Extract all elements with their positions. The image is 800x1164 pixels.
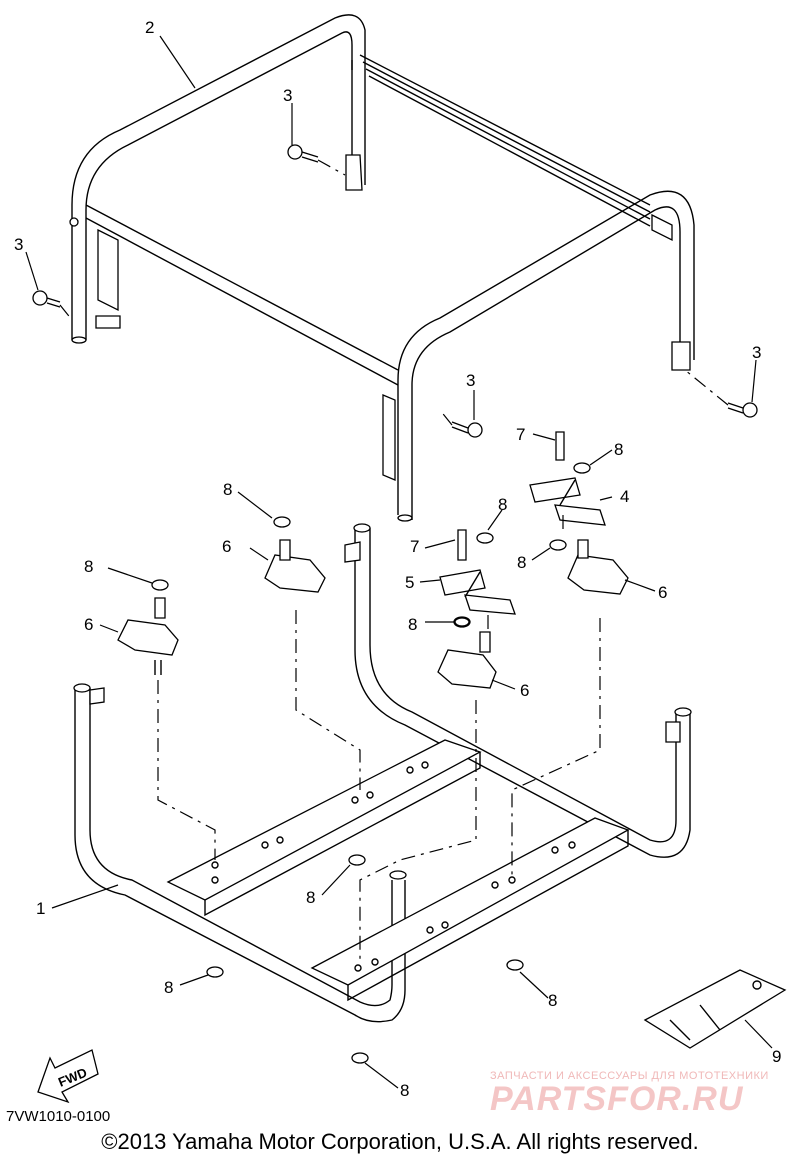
- callout-6: 6: [222, 537, 231, 556]
- callout-8: 8: [548, 991, 557, 1010]
- callout-6: 6: [84, 615, 93, 634]
- callout-1: 1: [36, 899, 45, 918]
- bolt-3-set: [32, 144, 758, 438]
- nut-8-bottom-set: [206, 617, 524, 1064]
- callout-8: 8: [614, 440, 623, 459]
- watermark-subtitle: ЗАПЧАСТИ И АКСЕССУАРЫ ДЛЯ МОТОТЕХНИКИ: [490, 1070, 769, 1082]
- callout-6: 6: [520, 681, 529, 700]
- callout-6: 6: [658, 583, 667, 602]
- callout-5: 5: [405, 573, 414, 592]
- bolt-3-c: [451, 421, 483, 438]
- callout-8: 8: [306, 888, 315, 907]
- upper-frame: [69, 14, 695, 522]
- callout-8: 8: [164, 978, 173, 997]
- bolt-3-b: [32, 290, 61, 308]
- callout-8: 8: [498, 495, 507, 514]
- leader-lines: [25, 35, 773, 1089]
- bolt-3-a: [287, 144, 319, 163]
- callout-8: 8: [223, 480, 232, 499]
- callout-8: 8: [84, 557, 93, 576]
- callout-4: 4: [620, 487, 629, 506]
- fwd-arrow: FWD: [37, 1049, 99, 1104]
- callouts: 2 3 3 3 3 7 8 4 8 8 6 7 8 8 5 6 8 6 8 6 …: [14, 18, 781, 1100]
- callout-7: 7: [410, 537, 419, 556]
- callout-2: 2: [145, 18, 154, 37]
- tool-bag-9: [643, 969, 787, 1049]
- callout-3: 3: [14, 235, 23, 254]
- callout-9: 9: [772, 1047, 781, 1066]
- watermark-brand: PARTSFOR.RU: [490, 1080, 744, 1118]
- damper-6-left: [117, 579, 179, 675]
- damper-6-center-right: [437, 616, 497, 689]
- callout-3: 3: [466, 371, 475, 390]
- lower-frame: [73, 523, 692, 1023]
- callout-7: 7: [516, 425, 525, 444]
- damper-6-right: [549, 539, 629, 595]
- callout-8: 8: [408, 615, 417, 634]
- bolt-3-d: [727, 402, 758, 418]
- callout-3: 3: [752, 343, 761, 362]
- callout-8: 8: [400, 1081, 409, 1100]
- diagram-code: 7VW1010-0100: [6, 1108, 111, 1125]
- copyright-notice: ©2013 Yamaha Motor Corporation, U.S.A. A…: [101, 1129, 699, 1154]
- callout-8: 8: [517, 553, 526, 572]
- bracket-5: [439, 529, 516, 615]
- damper-6-center-left: [264, 516, 326, 593]
- callout-3: 3: [283, 86, 292, 105]
- assembly-lines: [157, 515, 601, 960]
- bracket-4: [529, 431, 606, 526]
